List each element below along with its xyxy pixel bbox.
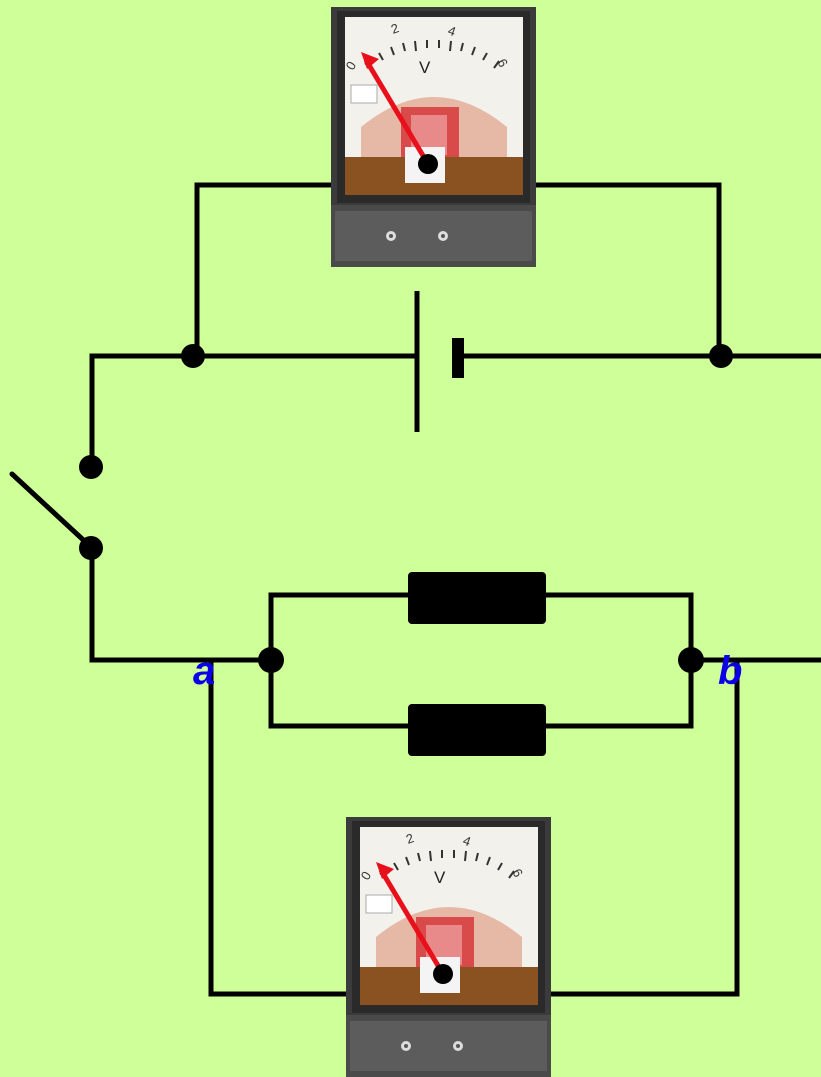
voltmeter-top: 0 2 4 6 V xyxy=(331,7,536,267)
label-a: a xyxy=(193,649,215,693)
switch-lever[interactable] xyxy=(9,471,95,551)
voltmeter-bottom: 0 2 4 6 V xyxy=(346,817,551,1077)
label-b: b xyxy=(718,649,742,693)
wire-bottom-meter-left xyxy=(208,657,351,997)
voltmeter-bottom-pivot xyxy=(433,964,453,984)
resistor-bottom xyxy=(408,704,546,756)
voltmeter-top-unit: V xyxy=(419,58,431,77)
voltmeter-top-scale-2: 2 xyxy=(389,20,401,37)
wire-switch-bottom xyxy=(89,545,274,663)
voltmeter-top-needle-arrowhead xyxy=(361,52,379,69)
wire-top-meter-left xyxy=(194,182,338,359)
voltmeter-bottom-scale-2: 2 xyxy=(404,830,416,847)
voltmeter-top-needle xyxy=(363,58,431,166)
wire-bottom-meter-right xyxy=(548,657,740,997)
voltmeter-top-scale-4: 4 xyxy=(446,23,458,40)
voltmeter-bottom-unit: V xyxy=(434,868,446,887)
junction-node-top-right xyxy=(709,344,733,368)
switch-terminal-top xyxy=(79,455,103,479)
voltmeter-bottom-needle xyxy=(378,868,446,976)
voltmeter-bottom-needle-arrowhead xyxy=(376,862,394,879)
switch-terminal-bottom xyxy=(79,536,103,560)
wire-top-meter-right xyxy=(532,182,722,359)
junction-node-top-left xyxy=(181,344,205,368)
resistor-top xyxy=(408,572,546,624)
junction-node-b xyxy=(678,647,704,673)
voltmeter-top-pivot xyxy=(418,154,438,174)
voltmeter-bottom-scale-4: 4 xyxy=(461,833,473,850)
junction-node-a xyxy=(258,647,284,673)
